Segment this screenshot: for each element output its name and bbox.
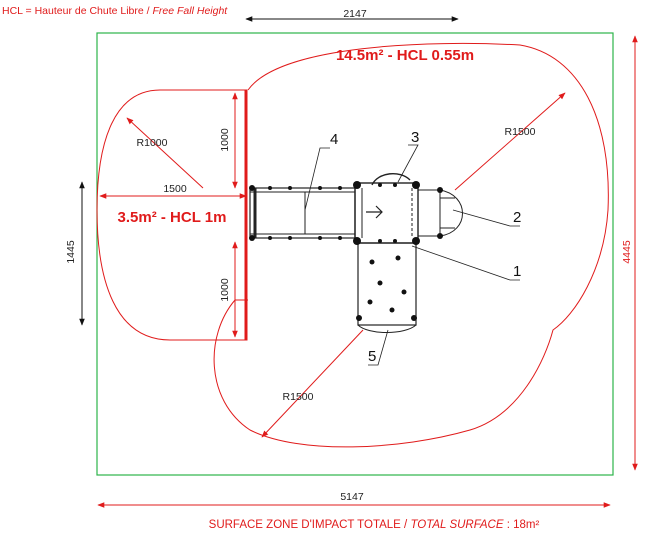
small-lower-dimension: 1000: [219, 278, 231, 302]
panel-element: [371, 173, 411, 186]
climbing-wall-element: [357, 242, 417, 326]
total-surface-value: : 18m²: [504, 519, 540, 531]
large-impact-zone: [213, 42, 609, 448]
top-dimension: 2147: [343, 8, 367, 20]
radius-small-label: R1000: [137, 137, 168, 149]
small-zone-label: 3.5m² - HCL 1m: [118, 209, 227, 226]
bottom-dimension: 5147: [340, 491, 364, 503]
total-surface-fr: SURFACE ZONE D'IMPACT TOTALE: [209, 519, 402, 531]
radius-top-right-label: R1500: [505, 126, 536, 138]
play-equipment: [249, 173, 463, 333]
callout-1: 1: [513, 263, 521, 280]
radius-top-right-line: [454, 92, 566, 191]
callout-3: 3: [411, 129, 419, 146]
hcl-legend: HCL = Hauteur de Chute Libre / Free Fall…: [2, 5, 228, 17]
bridge-element: [249, 187, 356, 239]
callout-4: 4: [330, 131, 338, 148]
small-upper-dimension: 1000: [219, 128, 231, 152]
site-boundary: [96, 32, 614, 476]
slide-section: [417, 189, 441, 237]
slide-end: [439, 189, 463, 237]
total-surface-label: SURFACE ZONE D'IMPACT TOTALE / TOTAL SUR…: [209, 519, 540, 531]
small-impact-zone: [96, 89, 248, 341]
left-dimension: 1445: [65, 240, 77, 264]
total-surface-separator: /: [401, 519, 411, 531]
hcl-legend-abbr: HCL = Hauteur de Chute Libre: [2, 5, 144, 17]
callout-2: 2: [513, 209, 521, 226]
hcl-legend-separator: /: [144, 5, 153, 17]
hcl-legend-english: Free Fall Height: [153, 5, 229, 17]
platform-element: [354, 182, 419, 244]
small-width-dimension: 1500: [163, 183, 187, 195]
radius-bottom-label: R1500: [283, 391, 314, 403]
radius-bottom-line: [261, 329, 364, 438]
radius-small-line: [126, 117, 204, 189]
posts: [249, 181, 443, 321]
callout-5: 5: [368, 348, 376, 365]
large-zone-label: 14.5m² - HCL 0.55m: [336, 47, 474, 64]
total-surface-en: TOTAL SURFACE: [410, 519, 503, 531]
callout-leaders: [304, 144, 520, 366]
right-dimension: 4445: [621, 240, 633, 264]
